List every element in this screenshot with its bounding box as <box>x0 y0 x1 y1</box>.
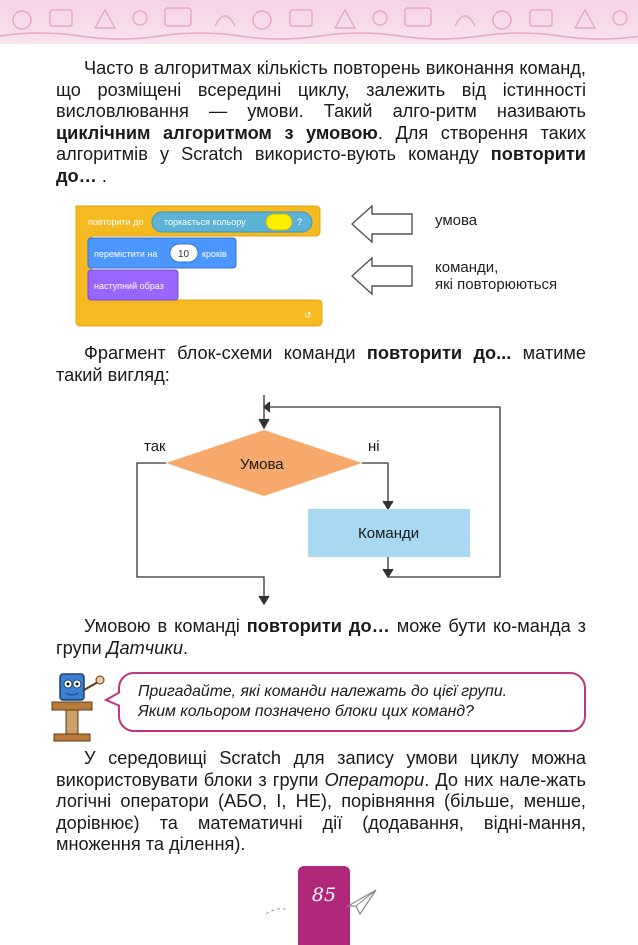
page-number: 85 <box>311 884 337 906</box>
condition-label: Умова <box>240 456 284 473</box>
header-decoration <box>0 0 638 44</box>
next-costume-block: наступний образ <box>87 269 179 301</box>
next-costume-label: наступний образ <box>94 281 164 291</box>
bubble-tail <box>104 691 121 707</box>
text: . <box>183 637 189 658</box>
color-swatch <box>265 213 293 231</box>
robot-mascot-icon <box>51 673 105 742</box>
touching-color-label: торкається кольору <box>164 217 246 227</box>
text: Фрагмент блок-схеми команди <box>84 343 367 363</box>
paragraph-flowchart-intro: Фрагмент блок-схеми команди повторити до… <box>56 343 586 386</box>
arrow-head <box>382 568 394 579</box>
text: . До них нале-жать логічні оператори (АБ… <box>56 769 586 855</box>
yes-branch-line <box>136 462 265 604</box>
reminder-bubble <box>118 672 586 732</box>
repeat-until-block: повторити до торкається кольору ? ↺ <box>75 205 323 327</box>
no-branch-line <box>362 462 389 509</box>
no-label: ні <box>368 438 380 455</box>
arrow-head <box>262 401 271 413</box>
text: Умовою в команді <box>84 616 247 636</box>
commands-box <box>308 509 470 557</box>
arrow-head <box>258 418 270 430</box>
commands-arrow-label-line1: команди, <box>435 259 499 276</box>
text: . <box>96 165 107 186</box>
flowchart <box>136 395 501 606</box>
text: . Для створення таких алгоритмів у Scrat… <box>56 122 586 165</box>
paragraph-condition: Умовою в команді повторити до… може бути… <box>56 616 586 659</box>
loop-arrow-icon: ↺ <box>304 310 312 320</box>
reminder-line1: Пригадайте, які команди належать до цієї… <box>138 683 508 700</box>
commands-arrow-label-line2: які повторюються <box>435 276 558 293</box>
question-mark: ? <box>297 217 302 227</box>
group-name-italic: Датчики <box>106 637 184 658</box>
repeat-until-label: повторити до <box>88 217 143 227</box>
move-label: перемістити на <box>94 249 157 259</box>
arrow-head <box>258 595 270 606</box>
paragraph-intro: Часто в алгоритмах кількість повторень в… <box>56 58 586 187</box>
condition-diamond <box>166 430 362 496</box>
reminder-line2: Яким кольором позначено блоки цих команд… <box>138 703 474 720</box>
group-name-italic: Оператори <box>324 769 425 790</box>
condition-arrow-label: умова <box>435 212 478 229</box>
paragraph-operators: У середовищі Scratch для запису умови ци… <box>56 748 586 856</box>
text: Часто в алгоритмах кількість повторень в… <box>56 58 586 121</box>
text: матиме такий вигляд: <box>56 343 586 385</box>
arrow-head <box>382 500 394 511</box>
move-value: 10 <box>178 249 190 260</box>
doodle-pattern-icon <box>0 7 638 40</box>
commands-label: Команди <box>358 525 419 542</box>
text: може бути ко-манда з групи <box>56 616 587 658</box>
arrow-left-icon <box>350 256 413 296</box>
term-bold: циклічним алгоритмом з умовою <box>56 122 378 143</box>
command-bold: повторити до… <box>56 144 586 186</box>
text: У середовищі Scratch для запису умови ци… <box>56 748 586 790</box>
yes-label: так <box>144 438 166 455</box>
loop-back-line <box>264 406 501 578</box>
touching-color-block <box>151 211 313 233</box>
steps-label: кроків <box>202 249 227 259</box>
command-bold: повторити до… <box>246 616 390 636</box>
move-steps-block: перемістити на 10 кроків <box>87 237 237 269</box>
arrow-left-icon <box>350 204 413 244</box>
paper-plane-icon <box>265 889 377 916</box>
reminder-text: Пригадайте, які команди належать до цієї… <box>138 682 588 722</box>
command-bold: повторити до... <box>366 343 512 363</box>
page-number-tab <box>298 866 350 945</box>
